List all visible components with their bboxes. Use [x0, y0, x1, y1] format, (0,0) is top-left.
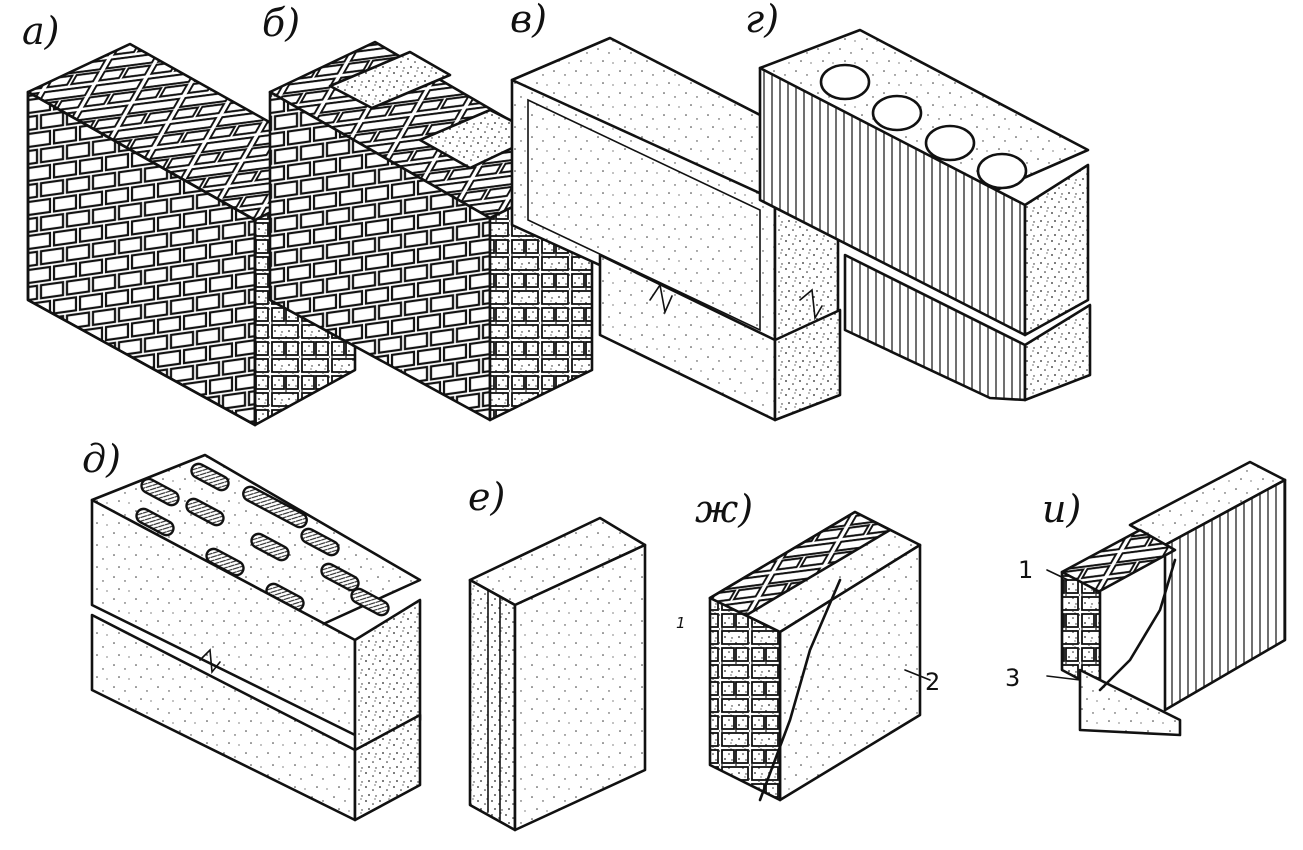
panel-label-i: и): [1042, 487, 1081, 531]
panel-zh-composite-block: [708, 510, 931, 802]
panel-d-slotted-block: [90, 453, 422, 822]
callout-i-1: 1: [1018, 556, 1033, 584]
callout-zh-2: 2: [925, 668, 940, 696]
panel-i-composite-block: [1046, 460, 1287, 737]
panel-v-concrete-block: [510, 36, 842, 422]
panel-label-d: д): [82, 437, 121, 481]
callout-zh-1: 1: [676, 614, 686, 632]
panel-label-b: б): [262, 1, 300, 45]
panel-label-g: г): [745, 0, 779, 41]
panel-label-v: в): [510, 0, 547, 41]
panel-label-zh: ж): [695, 487, 753, 531]
panel-g-hollow-block: [758, 28, 1092, 402]
panel-label-a: а): [22, 9, 59, 53]
callout-i-3: 3: [1005, 664, 1020, 692]
panel-label-e: е): [468, 475, 505, 519]
panel-e-thin-panel: [468, 516, 647, 832]
